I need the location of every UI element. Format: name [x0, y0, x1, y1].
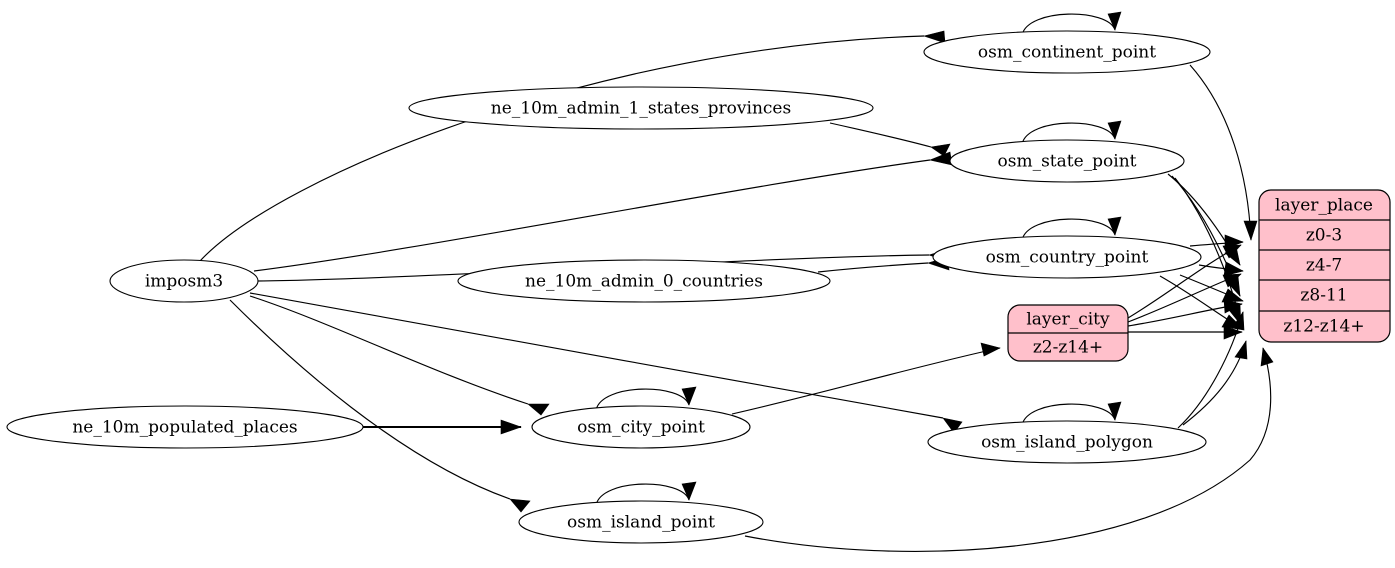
edge-imposm3-to-osm_island_point: [229, 299, 511, 500]
edge-imposm3-to-osm_city_point: [249, 295, 529, 405]
arrowhead-icon: [681, 386, 697, 406]
node-osm_island_polygon[interactable]: osm_island_polygon: [927, 420, 1207, 464]
arrowhead-icon: [1223, 325, 1243, 340]
record-node-layer_city[interactable]: layer_city z2-z14+: [1007, 304, 1129, 362]
edge-osm_island_point-to-layer_place-z12-z14: [744, 347, 1272, 552]
self-loop-osm_country_point: [1021, 218, 1116, 241]
arrowhead-icon: [1234, 340, 1248, 360]
edge-imposm3-to-osm_island_polygon: [249, 292, 944, 419]
arrowhead-icon: [1221, 288, 1244, 303]
node-osm_city_point[interactable]: osm_city_point: [531, 405, 751, 449]
node-label: ne_10m_admin_0_countries: [525, 272, 763, 292]
node-shape: [949, 139, 1185, 183]
node-osm_state_point[interactable]: osm_state_point: [949, 139, 1185, 183]
arrowhead-icon: [980, 342, 1001, 357]
edge-osm_city_point-to-layer_city-z2-z14: [731, 347, 1001, 415]
node-shape: [531, 405, 751, 449]
arrowhead-icon: [1260, 347, 1274, 367]
record-node-layer_place[interactable]: layer_place z0-3 z4-7 z8-11 z12-z14+: [1258, 189, 1391, 343]
edge-imposm3-to-osm_state_point: [253, 159, 931, 272]
self-loop-osm_island_point: [595, 483, 690, 506]
arrowhead-icon: [1222, 273, 1242, 288]
arrowhead-icon: [930, 143, 951, 157]
arrowhead-icon: [1107, 216, 1122, 236]
arrowhead-icon: [1107, 120, 1122, 140]
arrowhead-icon: [527, 403, 550, 416]
arrowhead-icon: [1243, 220, 1258, 241]
node-shape: [932, 235, 1202, 279]
node-label: osm_continent_point: [978, 43, 1156, 63]
arrowhead-icon: [942, 417, 963, 434]
arrowhead-icon: [500, 419, 522, 435]
node-ne_10m_admin_1_states_provinces[interactable]: ne_10m_admin_1_states_provinces: [408, 86, 874, 130]
node-label: osm_state_point: [998, 152, 1137, 172]
arrowhead-icon: [681, 481, 697, 501]
arrowhead-icon: [1223, 261, 1244, 277]
node-label: osm_island_point: [567, 513, 715, 533]
node-shape: [6, 405, 364, 449]
layer_city-row-z2-z14[interactable]: z2-z14+: [1033, 338, 1103, 358]
layer_place-row-z12-z14[interactable]: z12-z14+: [1283, 317, 1364, 337]
node-label: ne_10m_admin_1_states_provinces: [491, 99, 791, 119]
edge-imposm3-to-osm_continent_point: [199, 35, 925, 262]
arrowhead-icon: [1231, 311, 1245, 331]
edge-osm_continent_point-to-layer_place-z0-3: [1189, 64, 1252, 241]
arrowhead-icon: [509, 498, 531, 513]
node-label: osm_island_polygon: [981, 433, 1153, 453]
edge-ne_10m_admin_0_countries-to-osm_country_point: [817, 262, 929, 273]
layer_place-row-z0-3[interactable]: z0-3: [1306, 226, 1342, 246]
arrowhead-icon: [1222, 244, 1242, 259]
node-label: imposm3: [145, 272, 223, 292]
layer_place-header: layer_place: [1275, 196, 1373, 216]
node-layer: imposm3 ne_10m_populated_places ne_10m_a…: [6, 30, 1211, 544]
layer_city-header: layer_city: [1026, 310, 1110, 330]
arrowhead-icon: [1223, 299, 1243, 314]
node-ne_10m_populated_places[interactable]: ne_10m_populated_places: [6, 405, 364, 449]
node-ne_10m_admin_0_countries[interactable]: ne_10m_admin_0_countries: [457, 259, 831, 303]
arrowhead-icon: [922, 30, 946, 44]
node-shape: [109, 259, 259, 303]
layer_place-box: [1258, 189, 1391, 343]
node-shape: [923, 30, 1211, 74]
node-shape: [457, 259, 831, 303]
edge-ne_10m_admin_1_states_provinces-to-osm_state_point: [829, 122, 932, 148]
self-loop-osm_continent_point: [1021, 13, 1116, 36]
node-shape: [518, 500, 764, 544]
arrowhead-icon: [1107, 401, 1122, 421]
node-shape: [927, 420, 1207, 464]
layer_place-row-z8-11[interactable]: z8-11: [1300, 286, 1347, 306]
self-loop-osm_state_point: [1021, 122, 1116, 145]
self-loop-layer: [595, 11, 1122, 506]
node-label: ne_10m_populated_places: [72, 418, 297, 438]
node-shape: [408, 86, 874, 130]
node-osm_island_point[interactable]: osm_island_point: [518, 500, 764, 544]
self-loop-osm_island_polygon: [1021, 403, 1116, 426]
node-osm_country_point[interactable]: osm_country_point: [932, 235, 1202, 279]
node-label: osm_city_point: [577, 418, 705, 438]
layer_place-row-z4-7[interactable]: z4-7: [1306, 256, 1342, 276]
node-label: osm_country_point: [986, 248, 1149, 268]
node-osm_continent_point[interactable]: osm_continent_point: [923, 30, 1211, 74]
arrowhead-icon: [1107, 11, 1122, 31]
node-imposm3[interactable]: imposm3: [109, 259, 259, 303]
self-loop-osm_city_point: [595, 388, 690, 411]
